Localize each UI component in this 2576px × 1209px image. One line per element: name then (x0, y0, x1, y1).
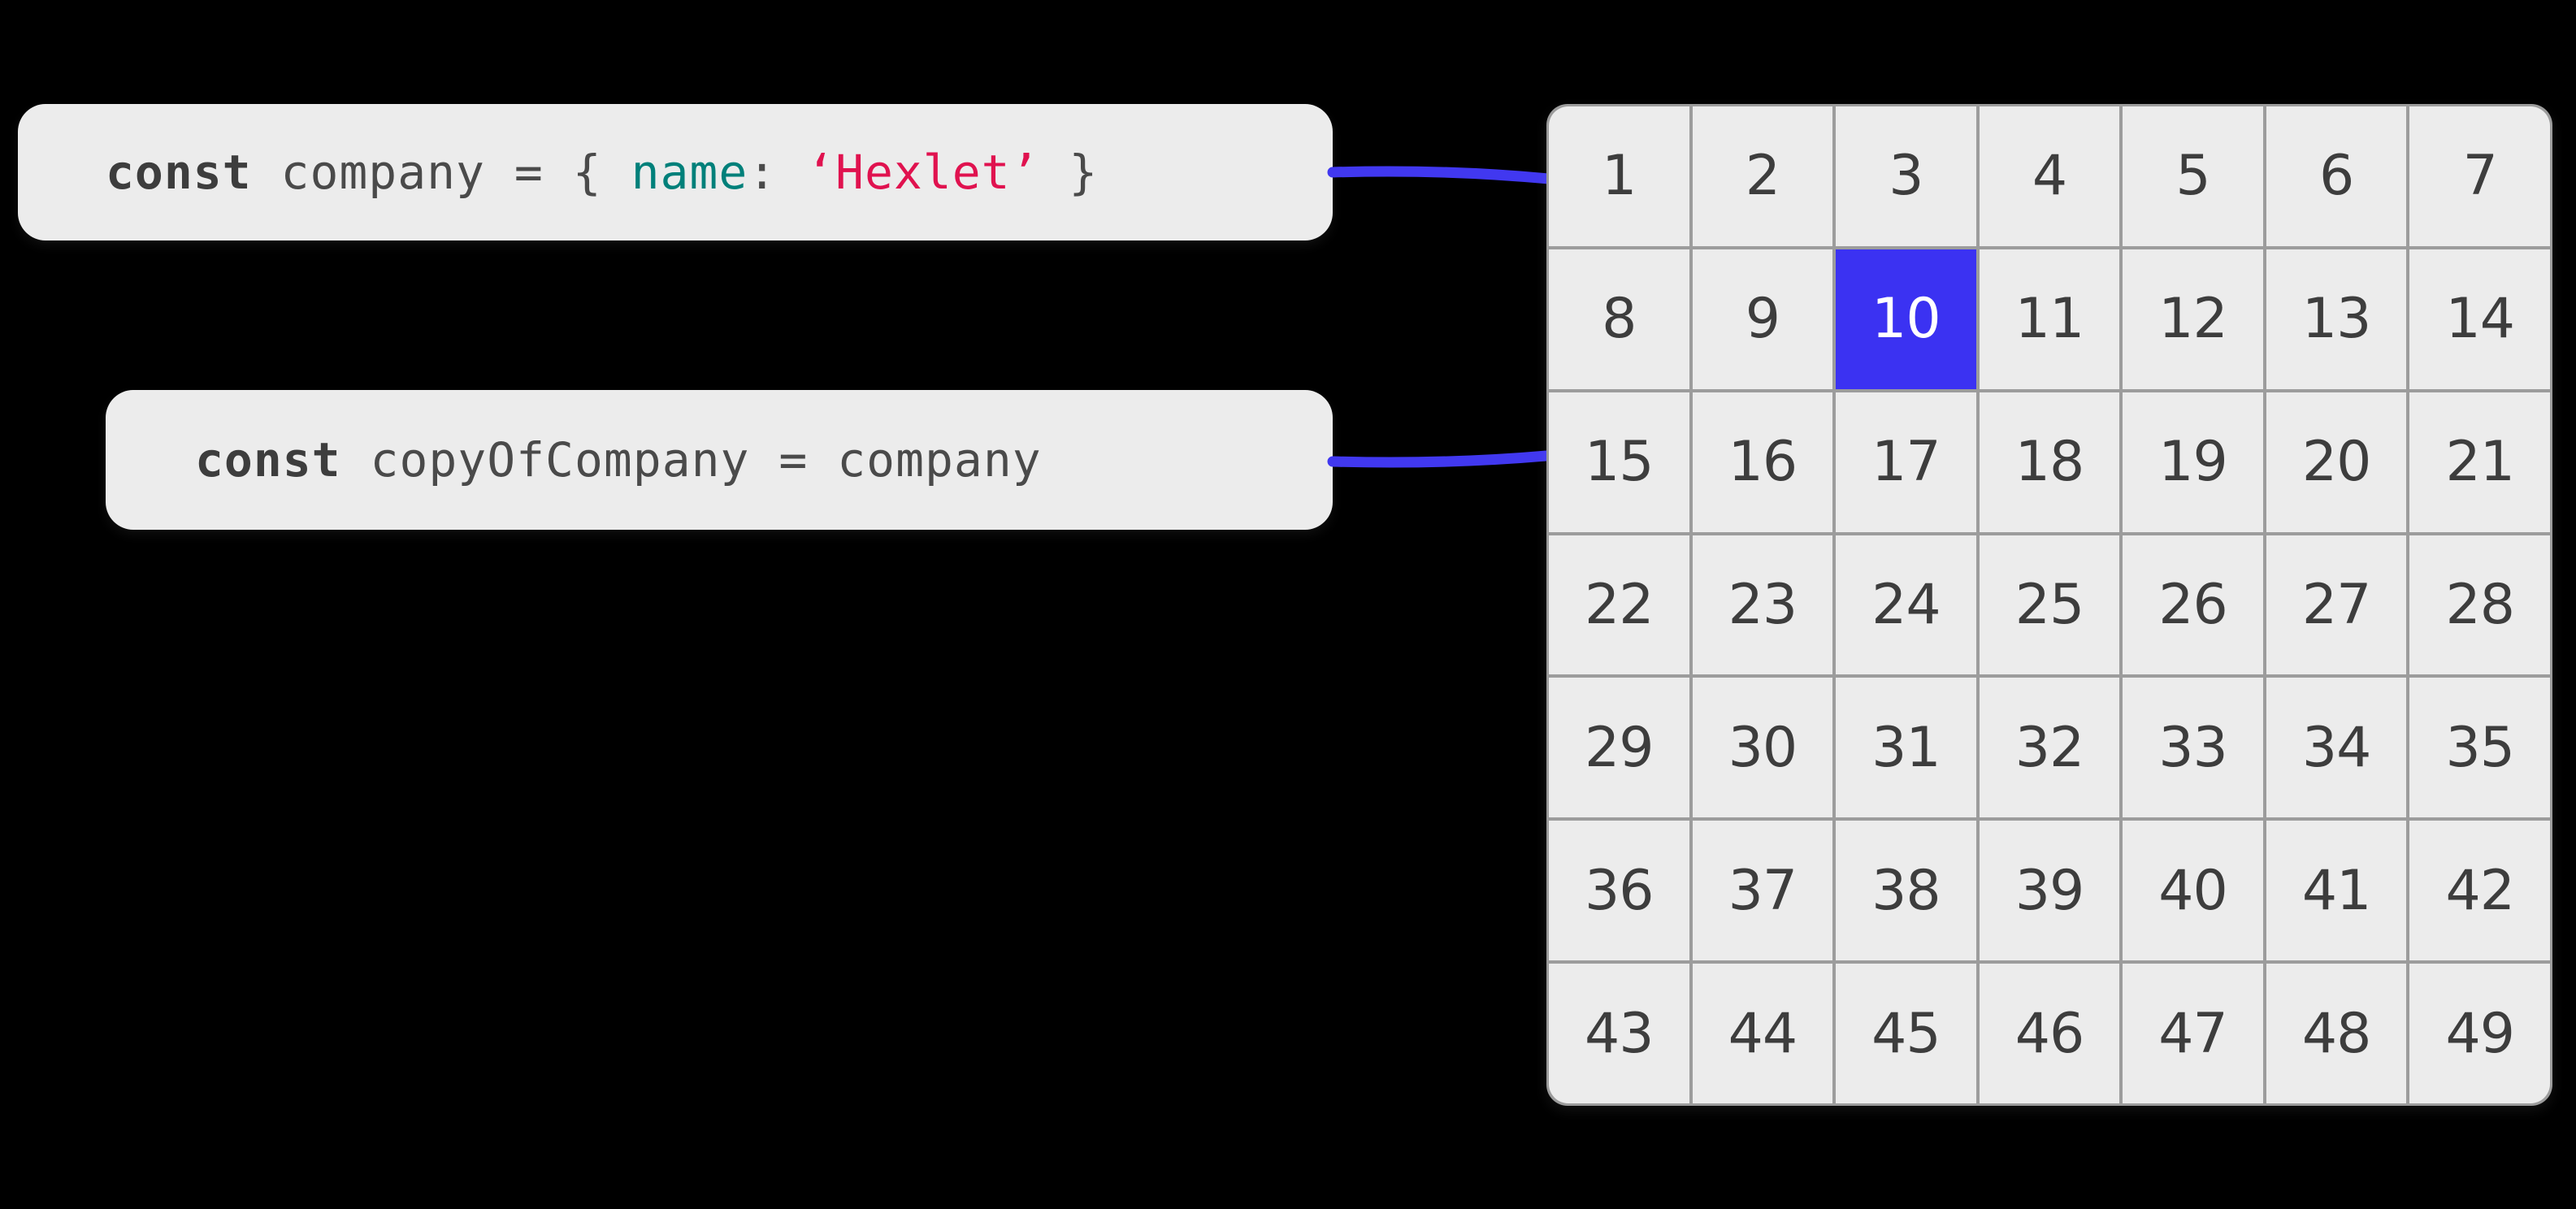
code-token-punct: = { (514, 145, 631, 200)
code-box-company-declaration: const company = { name: ‘Hexlet’ } (18, 104, 1333, 240)
memory-cell-38[interactable]: 38 (1836, 821, 1976, 961)
memory-cell-15[interactable]: 15 (1549, 392, 1689, 532)
code-line-company: const company = { name: ‘Hexlet’ } (106, 149, 1098, 196)
memory-cell-35[interactable]: 35 (2409, 678, 2550, 818)
memory-cell-23[interactable]: 23 (1692, 535, 1833, 675)
memory-cell-46[interactable]: 46 (1979, 964, 2120, 1103)
memory-cell-39[interactable]: 39 (1979, 821, 2120, 961)
memory-cell-30[interactable]: 30 (1692, 678, 1833, 818)
memory-cell-37[interactable]: 37 (1692, 821, 1833, 961)
memory-cell-22[interactable]: 22 (1549, 535, 1689, 675)
code-token-plain: company (251, 145, 514, 200)
memory-cell-44[interactable]: 44 (1692, 964, 1833, 1103)
code-token-plain: company (837, 432, 1042, 488)
memory-cell-47[interactable]: 47 (2123, 964, 2263, 1103)
code-token-string: ‘Hexlet’ (806, 145, 1040, 200)
memory-cell-25[interactable]: 25 (1979, 535, 2120, 675)
memory-cell-43[interactable]: 43 (1549, 964, 1689, 1103)
memory-cell-17[interactable]: 17 (1836, 392, 1976, 532)
code-line-copy: const copyOfCompany = company (195, 436, 1042, 483)
code-token-keyword: const (195, 432, 341, 488)
memory-cell-16[interactable]: 16 (1692, 392, 1833, 532)
code-token-punct: } (1039, 145, 1099, 200)
memory-cell-42[interactable]: 42 (2409, 821, 2550, 961)
memory-cell-36[interactable]: 36 (1549, 821, 1689, 961)
memory-cell-27[interactable]: 27 (2266, 535, 2407, 675)
code-token-plain: copyOfCompany (340, 432, 779, 488)
code-token-punct: = (778, 432, 838, 488)
memory-cell-45[interactable]: 45 (1836, 964, 1976, 1103)
memory-cell-1[interactable]: 1 (1549, 106, 1689, 246)
memory-cell-21[interactable]: 21 (2409, 392, 2550, 532)
memory-cell-31[interactable]: 31 (1836, 678, 1976, 818)
memory-cell-34[interactable]: 34 (2266, 678, 2407, 818)
memory-cell-40[interactable]: 40 (2123, 821, 2263, 961)
memory-cell-5[interactable]: 5 (2123, 106, 2263, 246)
memory-cell-14[interactable]: 14 (2409, 249, 2550, 389)
memory-cell-29[interactable]: 29 (1549, 678, 1689, 818)
memory-cell-7[interactable]: 7 (2409, 106, 2550, 246)
code-token-keyword: const (106, 145, 252, 200)
memory-cell-41[interactable]: 41 (2266, 821, 2407, 961)
memory-cell-8[interactable]: 8 (1549, 249, 1689, 389)
memory-cell-3[interactable]: 3 (1836, 106, 1976, 246)
memory-cell-48[interactable]: 48 (2266, 964, 2407, 1103)
memory-cell-10-highlighted[interactable]: 10 (1836, 249, 1976, 389)
code-token-property: name (631, 145, 748, 200)
memory-cell-19[interactable]: 19 (2123, 392, 2263, 532)
code-box-copy-declaration: const copyOfCompany = company (106, 390, 1333, 530)
code-token-punct: : (748, 145, 807, 200)
memory-cell-13[interactable]: 13 (2266, 249, 2407, 389)
memory-cell-18[interactable]: 18 (1979, 392, 2120, 532)
memory-cell-49[interactable]: 49 (2409, 964, 2550, 1103)
memory-cell-2[interactable]: 2 (1692, 106, 1833, 246)
memory-cell-28[interactable]: 28 (2409, 535, 2550, 675)
memory-cell-11[interactable]: 11 (1979, 249, 2120, 389)
memory-cell-26[interactable]: 26 (2123, 535, 2263, 675)
memory-cell-32[interactable]: 32 (1979, 678, 2120, 818)
memory-cell-24[interactable]: 24 (1836, 535, 1976, 675)
memory-cell-33[interactable]: 33 (2123, 678, 2263, 818)
memory-cell-20[interactable]: 20 (2266, 392, 2407, 532)
memory-cell-12[interactable]: 12 (2123, 249, 2263, 389)
memory-cell-4[interactable]: 4 (1979, 106, 2120, 246)
memory-cell-9[interactable]: 9 (1692, 249, 1833, 389)
memory-cell-6[interactable]: 6 (2266, 106, 2407, 246)
